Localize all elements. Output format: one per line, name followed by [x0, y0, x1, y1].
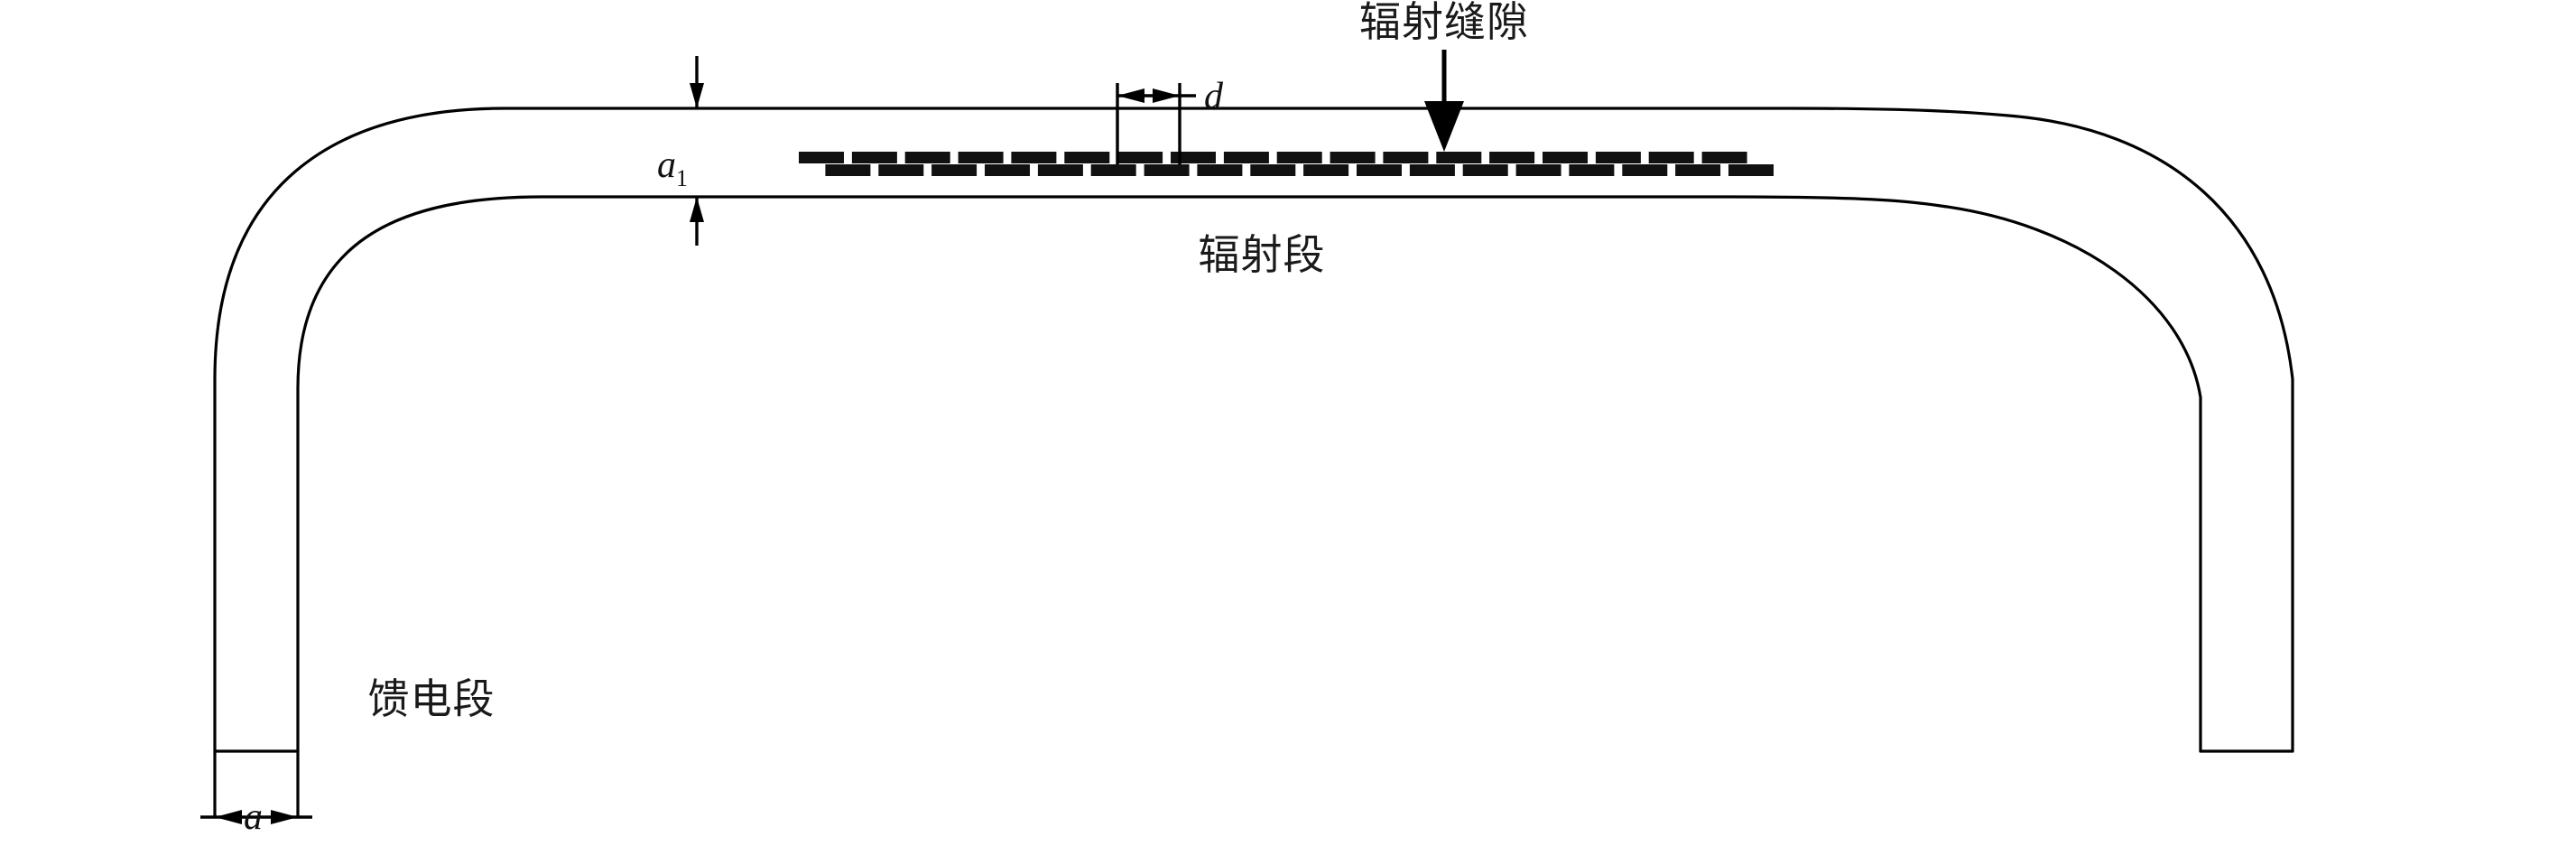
radiating-slot [1728, 164, 1774, 176]
waveguide-inner-wall [296, 195, 2202, 819]
radiating-slot [1569, 164, 1615, 176]
a1-dimension-label-base: a [657, 144, 676, 186]
radiating-slot [1436, 152, 1482, 163]
a-arrow-head-left [215, 810, 242, 824]
radiating-slot [1250, 164, 1296, 176]
radiating-slot [1409, 164, 1455, 176]
radiating-slot [1276, 152, 1322, 163]
feed-section-label: 馈电段 [368, 674, 496, 723]
radiating-slot [1064, 152, 1110, 163]
radiating-slot [1117, 152, 1163, 163]
radiating-slot [931, 164, 978, 176]
radiating-slot-label: 辐射缝隙 [1359, 0, 1529, 46]
a1-dimension-label: a1 [657, 144, 688, 191]
radiating-slot [1543, 152, 1588, 163]
radiating-slot [1171, 152, 1216, 163]
radiating-slot [1223, 152, 1269, 163]
radiating-slot [1357, 164, 1402, 176]
radiating-slot [1144, 164, 1190, 176]
radiating-slot-callout [1424, 50, 1464, 152]
radiating-section-label: 辐射段 [1199, 230, 1326, 279]
radiating-slot [1489, 152, 1535, 163]
radiating-slot [1622, 164, 1668, 176]
radiating-slot [985, 164, 1030, 176]
radiating-slot [1701, 152, 1747, 163]
radiating-slot [851, 152, 897, 163]
a1-arrow-head-bottom [690, 197, 704, 222]
radiating-slot [1462, 164, 1508, 176]
d-arrow-head-right [1153, 88, 1180, 103]
radiating-slot [904, 152, 950, 163]
radiating-slot-array [799, 152, 1774, 176]
radiating-slot [1330, 152, 1376, 163]
radiating-slot [1011, 152, 1057, 163]
radiating-slot [1037, 164, 1083, 176]
radiating-slot [1648, 152, 1694, 163]
radiating-slot [1197, 164, 1243, 176]
radiating-slot [799, 152, 844, 163]
a-arrow-head-right [271, 810, 298, 824]
a1-arrow-head-top [690, 83, 704, 108]
radiating-slot [878, 164, 924, 176]
radiating-slot [1090, 164, 1136, 176]
a-dimension-label: a [244, 796, 263, 838]
a1-dimension-label-subscript: 1 [676, 165, 688, 191]
d-dimension-label: d [1204, 76, 1224, 117]
radiating-slot [1675, 164, 1721, 176]
d-dimension-group [1116, 83, 1196, 164]
radiating-slot [958, 152, 1004, 163]
d-arrow-head-left [1117, 88, 1144, 103]
radiating-slot-arrow-head [1424, 101, 1464, 152]
waveguide-outer-wall [213, 107, 2294, 819]
a-dimension-group [200, 810, 312, 824]
radiating-slot [1515, 164, 1561, 176]
radiating-slot [825, 164, 871, 176]
radiating-slot [1383, 152, 1429, 163]
a1-dimension-group [690, 56, 704, 246]
radiating-slot [1303, 164, 1349, 176]
radiating-slot [1595, 152, 1641, 163]
